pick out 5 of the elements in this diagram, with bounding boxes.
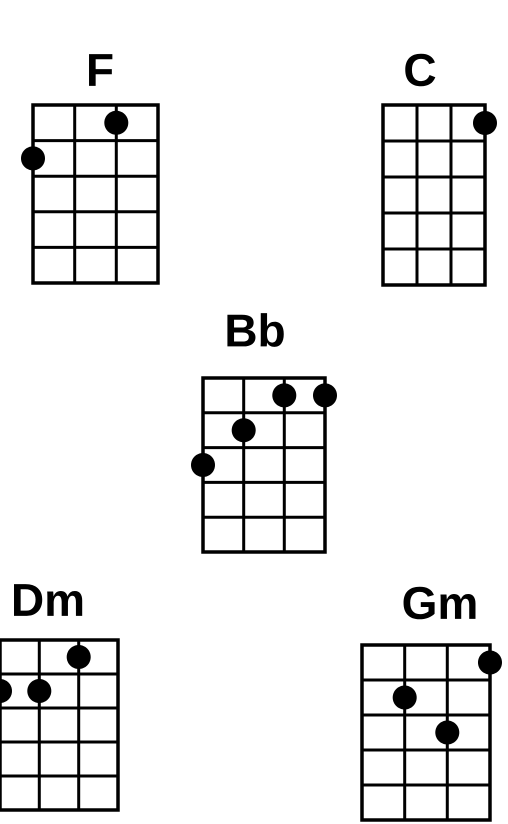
chord-name: C xyxy=(405,54,436,86)
chord-name: F xyxy=(89,54,112,86)
chord-name: Gm xyxy=(404,586,476,620)
chord-name: Dm xyxy=(14,584,82,616)
chord-name: Bb xyxy=(227,313,284,347)
